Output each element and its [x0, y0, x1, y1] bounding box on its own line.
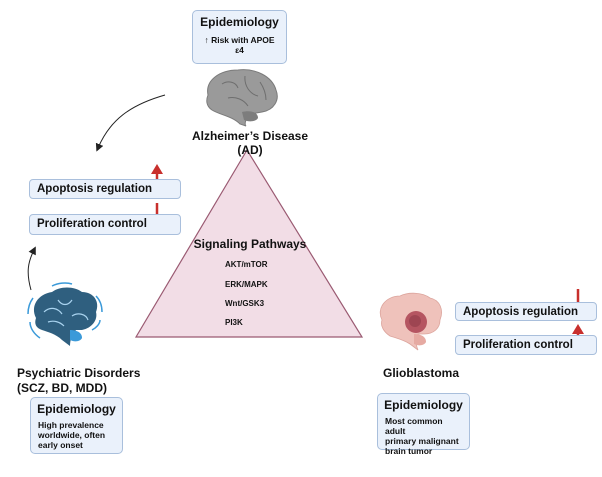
alzheimers-label: Alzheimer’s Disease (AD)	[191, 129, 309, 157]
psychiatric-epidemiology-line: early onset	[38, 440, 83, 450]
psychiatric-epidemiology-box: Epidemiology High prevalence worldwide, …	[30, 397, 123, 454]
psych-proliferation-box: Proliferation control	[29, 214, 181, 235]
glioblastoma-epidemiology-box: Epidemiology Most common adult primary m…	[377, 393, 470, 456]
pathway-item: ERK/MAPK	[225, 280, 268, 289]
psychiatric-epidemiology-line: High prevalence	[38, 420, 104, 430]
glioblastoma-epidemiology-line: Most common adult	[385, 416, 443, 436]
psych-apoptosis-box: Apoptosis regulation	[29, 179, 181, 199]
alzheimers-epidemiology-box: Epidemiology ↑ Risk with APOE ε4	[192, 10, 287, 64]
signaling-triangle	[134, 148, 364, 338]
psychiatric-epidemiology-title: Epidemiology	[37, 402, 116, 416]
alzheimers-brain-icon	[206, 69, 278, 127]
psychiatric-epidemiology-line: worldwide, often	[38, 430, 106, 440]
ad-to-left-arrow	[95, 94, 166, 152]
glioblastoma-epidemiology-title: Epidemiology	[384, 398, 463, 412]
gbm-apoptosis-box: Apoptosis regulation	[455, 302, 597, 321]
glioblastoma-epidemiology-line: brain tumor	[385, 446, 433, 456]
psychiatric-label-line1: Psychiatric Disorders	[17, 366, 141, 380]
glioblastoma-epidemiology-line: primary malignant	[385, 436, 459, 446]
pathway-item: AKT/mTOR	[225, 260, 268, 269]
pathway-item: Wnt/GSK3	[225, 299, 265, 308]
alzheimers-epidemiology-title: Epidemiology	[200, 15, 279, 29]
gbm-proliferation-box: Proliferation control	[455, 335, 597, 355]
glioblastoma-brain-icon	[379, 292, 442, 351]
alzheimers-epidemiology-text: ↑ Risk with APOE ε4	[204, 35, 275, 55]
pathway-item: PI3K	[225, 318, 243, 327]
psychiatric-brain-icon	[27, 282, 103, 346]
signaling-title: Signaling Pathways	[193, 237, 307, 251]
glioblastoma-label: Glioblastoma	[383, 366, 460, 380]
psych-to-left-arrow	[27, 246, 36, 291]
psychiatric-label-line2: (SCZ, BD, MDD)	[17, 381, 107, 395]
psychiatric-label: Psychiatric Disorders (SCZ, BD, MDD)	[17, 366, 140, 396]
